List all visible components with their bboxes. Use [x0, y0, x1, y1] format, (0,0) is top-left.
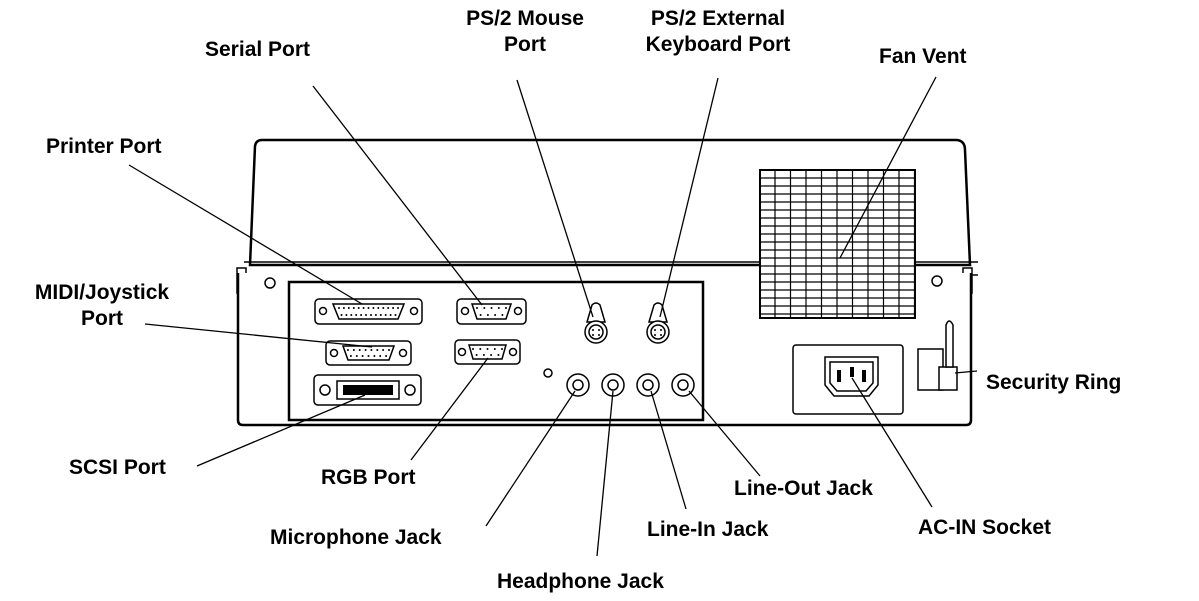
connector-pin — [475, 354, 478, 356]
printer-port-label: Printer Port — [46, 135, 162, 158]
serial-port-connector — [456, 298, 527, 325]
connector-pin — [394, 314, 397, 316]
connector-pin — [482, 354, 485, 356]
connector-pin — [342, 307, 345, 309]
connector-pin — [374, 314, 377, 316]
connector-pin — [493, 348, 496, 350]
scsi-port-connector — [313, 374, 422, 406]
connector-pin — [388, 349, 390, 351]
connector-pin — [472, 348, 474, 350]
ac-in-socket-connector — [792, 344, 904, 415]
ac-in-socket-label: AC-IN Socket — [918, 516, 1052, 539]
connector-pin — [367, 355, 370, 357]
line-out-jack-connector — [671, 373, 695, 397]
indicator-hole — [543, 368, 553, 378]
connector-pin — [497, 307, 500, 309]
microphone-jack-label: Microphone Jack — [270, 526, 442, 549]
connector-pin — [376, 349, 379, 351]
connector-pin — [483, 307, 486, 309]
connector-pin — [379, 355, 382, 357]
connector-pin — [370, 314, 372, 316]
connector-pin — [360, 314, 363, 316]
connector-pin — [345, 314, 348, 316]
connector-pin — [340, 314, 343, 316]
connector-pin — [494, 314, 497, 316]
connector-pin — [352, 349, 355, 351]
connector-pin — [497, 354, 500, 356]
connector-pin — [364, 349, 367, 351]
fan-vent-grid — [759, 169, 916, 319]
printer-port-connector — [314, 298, 423, 325]
connector-pin — [361, 355, 364, 357]
connector-pin — [372, 307, 375, 309]
connector-pin — [397, 307, 399, 309]
connector-pin — [382, 349, 385, 351]
audio-jacks — [566, 373, 695, 397]
connector-pin — [379, 314, 382, 316]
connector-pin — [362, 307, 365, 309]
connector-pin — [505, 307, 507, 309]
connector-pin — [377, 307, 380, 309]
rgb-port-label: RGB Port — [321, 466, 416, 489]
connector-pin — [367, 307, 370, 309]
connector-pin — [358, 349, 361, 351]
connector-pin — [373, 355, 376, 357]
connector-pin — [476, 307, 478, 309]
connector-pin — [347, 307, 350, 309]
security-ring-connector — [917, 320, 958, 391]
connector-pin — [350, 314, 353, 316]
connector-pin — [486, 314, 489, 316]
connector-pin — [338, 307, 340, 309]
rgb-port-connector — [454, 339, 521, 365]
connector-pin — [486, 348, 489, 350]
connector-pin — [490, 307, 493, 309]
headphone-jack-connector — [601, 373, 625, 397]
leader-lines — [128, 76, 978, 557]
line-in-jack-connector — [636, 373, 660, 397]
connector-pin — [382, 307, 385, 309]
microphone-jack-connector — [566, 373, 590, 397]
connector-pin — [385, 355, 388, 357]
serial-port-label: Serial Port — [205, 38, 311, 61]
connector-pin — [349, 355, 352, 357]
midi-joystick-port-label: MIDI/Joystick Port — [34, 281, 170, 330]
line-out-jack-label: Line-Out Jack — [734, 477, 873, 500]
fan-vent-label: Fan Vent — [879, 45, 967, 68]
connector-pin — [387, 307, 390, 309]
ps2-external-keyboard-port-label: PS/2 External Keyboard Port — [645, 7, 791, 56]
connector-pin — [355, 355, 358, 357]
connector-pin — [392, 307, 395, 309]
connector-pin — [355, 314, 358, 316]
connector-pin — [347, 349, 349, 351]
scsi-port-label: SCSI Port — [69, 456, 166, 479]
security-ring-label: Security Ring — [986, 371, 1122, 394]
connector-pin — [490, 354, 493, 356]
connector-pin — [352, 307, 355, 309]
headphone-jack-label: Headphone Jack — [497, 570, 664, 593]
connector-pin — [384, 314, 387, 316]
midi-joystick-connector — [325, 340, 412, 366]
connector-pin — [479, 348, 482, 350]
connector-pin — [501, 348, 503, 350]
connector-pin — [389, 314, 392, 316]
connector-pin — [357, 307, 360, 309]
connector-pin — [365, 314, 367, 316]
line-in-jack-label: Line-In Jack — [647, 518, 769, 541]
connector-pin — [479, 314, 482, 316]
connector-pin — [501, 314, 504, 316]
ps2-mouse-port-label: PS/2 Mouse Port — [466, 7, 584, 56]
connector-pin — [370, 349, 373, 351]
ps2-mouse-connector — [584, 302, 608, 344]
